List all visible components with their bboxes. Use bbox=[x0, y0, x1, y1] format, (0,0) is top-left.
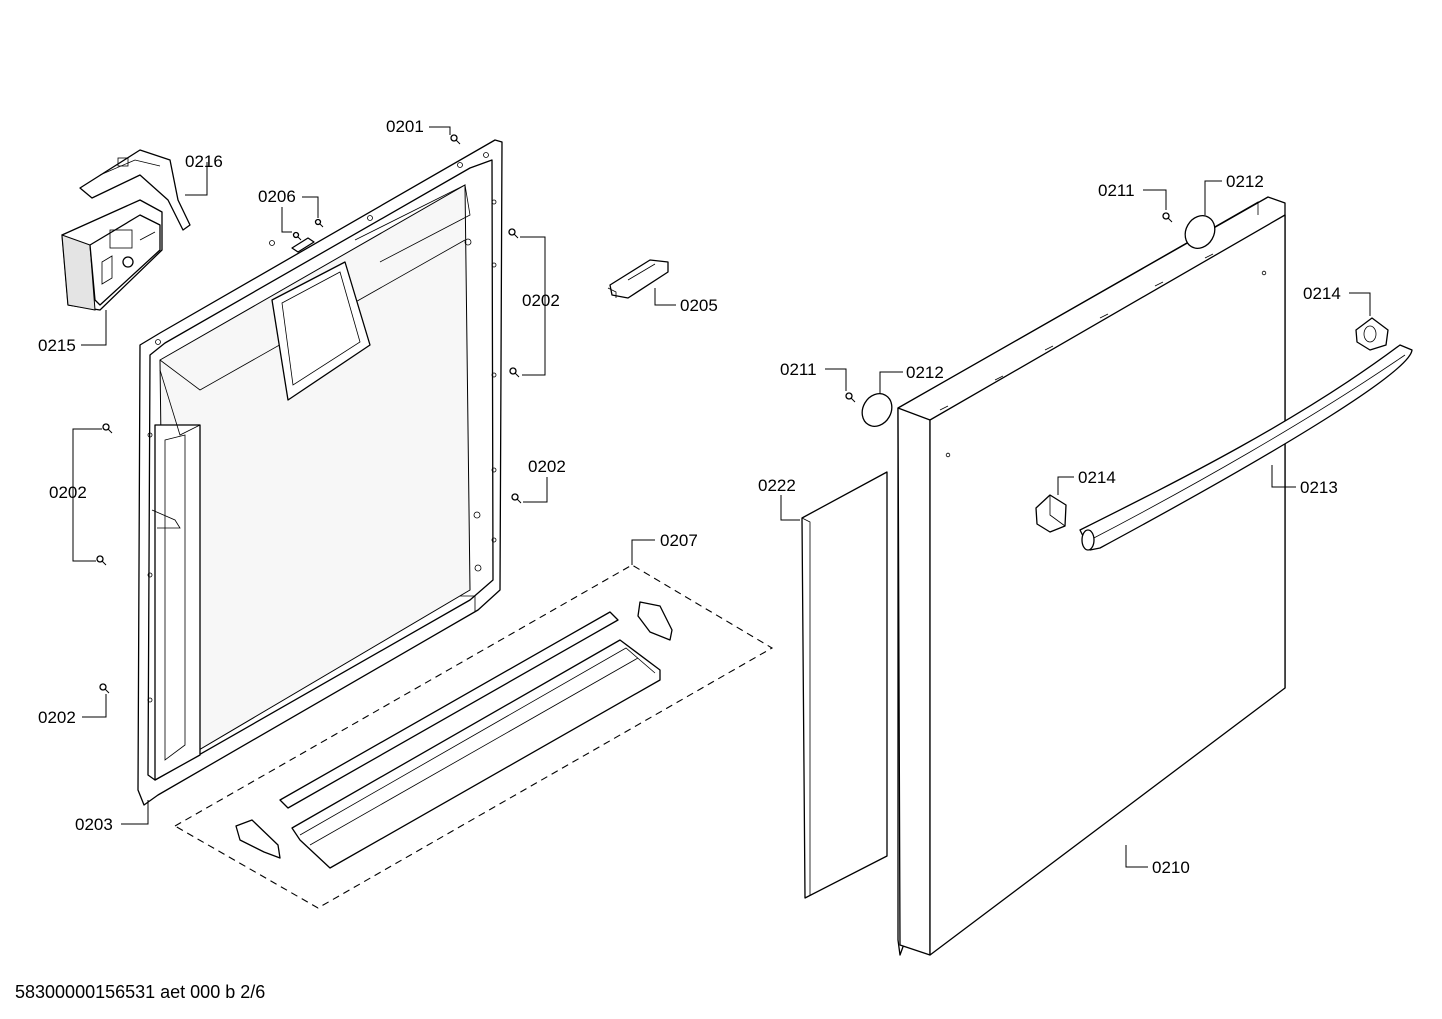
label-0211-mid: 0211 bbox=[780, 360, 817, 379]
label-0215: 0215 bbox=[38, 336, 76, 355]
outer-door-panel bbox=[897, 196, 1286, 956]
document-id-footer: 58300000156531 aet 000 b 2/6 bbox=[15, 982, 265, 1002]
label-0214-mid: 0214 bbox=[1078, 468, 1116, 487]
leader-lines bbox=[72, 126, 1371, 868]
top-clip bbox=[291, 237, 315, 253]
label-0202-right-mid: 0202 bbox=[528, 457, 566, 476]
hinge-clip bbox=[607, 259, 669, 299]
screw-icons bbox=[96, 134, 1173, 694]
handle-end-cap-mid bbox=[1035, 494, 1067, 533]
label-0210: 0210 bbox=[1152, 858, 1190, 877]
handle-end-cap-top bbox=[1355, 317, 1389, 351]
label-0216: 0216 bbox=[185, 152, 223, 171]
washer-icons bbox=[861, 215, 1216, 427]
door-handle bbox=[1079, 344, 1413, 551]
inner-door-frame bbox=[137, 139, 503, 806]
insulation-panel bbox=[801, 471, 888, 899]
latch-bracket bbox=[79, 149, 191, 231]
label-0214-top: 0214 bbox=[1303, 284, 1341, 303]
label-0212-top: 0212 bbox=[1226, 172, 1264, 191]
label-0203: 0203 bbox=[75, 815, 113, 834]
label-0205: 0205 bbox=[680, 296, 718, 315]
label-0206: 0206 bbox=[258, 187, 296, 206]
label-0222: 0222 bbox=[758, 476, 796, 495]
label-0202-left: 0202 bbox=[49, 483, 87, 502]
control-module bbox=[61, 199, 163, 311]
label-0213: 0213 bbox=[1300, 478, 1338, 497]
label-0211-top: 0211 bbox=[1098, 181, 1135, 200]
label-0202-left-bottom: 0202 bbox=[38, 708, 76, 727]
label-0212-mid: 0212 bbox=[906, 363, 944, 382]
label-0207: 0207 bbox=[660, 531, 698, 550]
bottom-seal-kit bbox=[173, 564, 774, 909]
label-0201: 0201 bbox=[386, 117, 424, 136]
label-0202-right-top: 0202 bbox=[522, 291, 560, 310]
